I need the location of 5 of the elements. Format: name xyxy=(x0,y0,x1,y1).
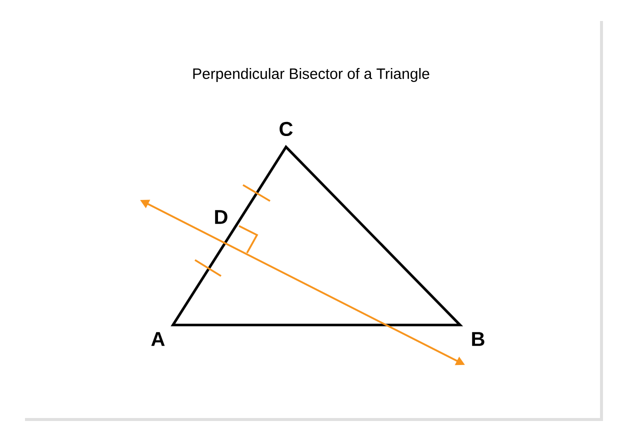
point-label: C xyxy=(280,122,293,136)
title: Perpendicular Bisector of a Triangle xyxy=(193,68,430,82)
point-label: B xyxy=(472,332,484,346)
point-label: D xyxy=(215,210,228,224)
point-label: A xyxy=(151,332,165,346)
